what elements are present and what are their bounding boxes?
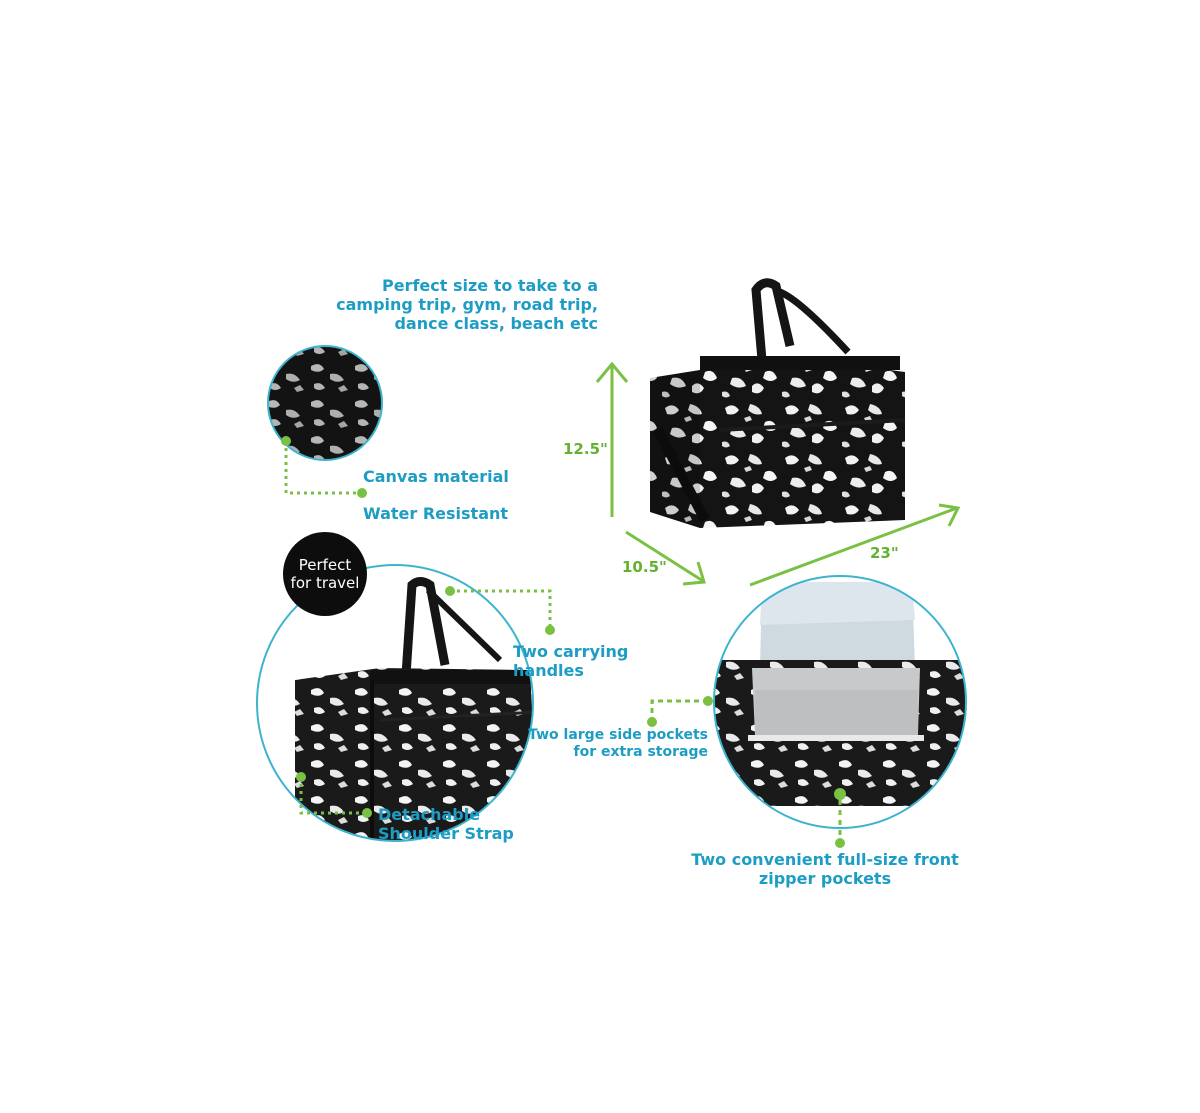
canvas-material-label: Canvas material xyxy=(363,467,509,486)
carrying-handles-label: Two carrying handles xyxy=(513,642,628,680)
main-duffel-bag xyxy=(650,278,906,528)
water-resistant-label: Water Resistant xyxy=(363,504,509,523)
headline-line: Perfect size to take to a xyxy=(381,276,598,295)
shoulder-strap-label: Detachable Shoulder Strap xyxy=(378,805,514,843)
label-line: Two large side pockets xyxy=(528,727,708,743)
handles-connector xyxy=(445,586,555,635)
width-dimension-label: 23" xyxy=(870,544,899,562)
depth-dimension-label: 10.5" xyxy=(622,558,667,576)
badge-line: for travel xyxy=(290,574,360,592)
label-line: handles xyxy=(513,661,584,680)
label-line: zipper pockets xyxy=(758,869,892,888)
label-line: Detachable xyxy=(378,805,481,824)
height-dimension-label: 12.5" xyxy=(563,440,608,458)
badge-line: Perfect xyxy=(298,556,352,574)
label-line: for extra storage xyxy=(573,744,708,760)
label-line: Two carrying xyxy=(513,642,629,661)
front-pockets-connector xyxy=(834,788,846,848)
bag-interior-circle xyxy=(713,575,967,829)
headline: Perfect size to take to a camping trip, … xyxy=(330,276,598,333)
material-connector xyxy=(281,436,367,498)
side-pockets-connector xyxy=(647,696,713,727)
headline-line: dance class, beach etc xyxy=(394,314,598,333)
strap-connector xyxy=(296,772,372,818)
perfect-for-travel-badge: Perfect for travel xyxy=(283,532,367,616)
headline-line: camping trip, gym, road trip, xyxy=(336,295,598,314)
travel-bag-circle xyxy=(256,564,534,842)
label-line: Shoulder Strap xyxy=(378,824,514,843)
dimension-arrows xyxy=(595,361,961,587)
side-pockets-label: Two large side pockets for extra storage xyxy=(520,727,708,761)
front-pockets-label: Two convenient full-size front zipper po… xyxy=(690,850,960,888)
canvas-texture-circle xyxy=(267,345,383,461)
label-line: Two convenient full-size front xyxy=(691,850,959,869)
